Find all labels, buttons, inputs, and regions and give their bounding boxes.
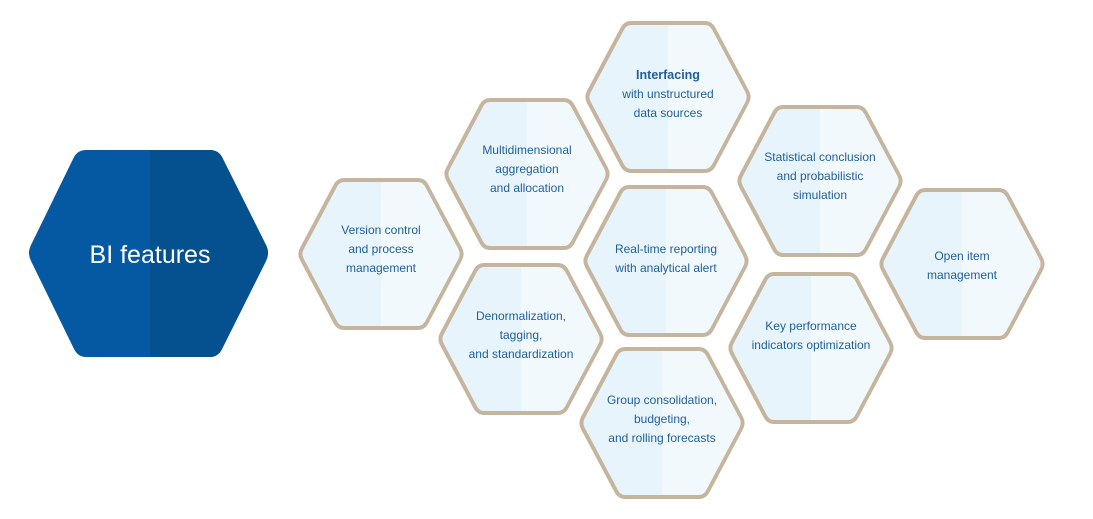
- main-hexagon-shade: [150, 150, 268, 357]
- feature-label: Statistical conclusion and probabilistic …: [745, 148, 895, 205]
- feature-label-rest: and probabilistic simulation: [776, 169, 864, 202]
- feature-label-first-line: Multidimensional: [482, 143, 572, 157]
- feature-label: Key performance indicators optimization: [736, 317, 886, 355]
- feature-label-first-line: Statistical conclusion: [764, 150, 876, 164]
- feature-hexagon: [583, 185, 749, 337]
- feature-label-first-line: Denormalization,: [475, 309, 567, 323]
- feature-label-rest: with unstructured data sources: [622, 87, 714, 120]
- feature-label-first-line: Interfacing: [636, 68, 700, 82]
- feature-label: Denormalization, tagging, and standardiza…: [451, 307, 591, 364]
- feature-hexagon: [728, 272, 894, 424]
- feature-label-first-line: Open item: [934, 249, 990, 263]
- feature-label-first-line: Version control: [341, 223, 421, 237]
- feature-label: Multidimensional aggregation and allocati…: [457, 141, 597, 198]
- feature-label-rest: with analytical alert: [615, 261, 717, 275]
- feature-label-first-line: Group consolidation,: [606, 393, 718, 407]
- feature-label-rest: indicators optimization: [751, 338, 871, 352]
- feature-label-rest: budgeting, and rolling forecasts: [608, 412, 716, 445]
- feature-label-rest: and process management: [345, 242, 417, 275]
- feature-label-first-line: Real-time reporting: [614, 242, 718, 256]
- feature-label: Real-time reporting with analytical alert: [596, 240, 736, 278]
- bi-features-title: BI features: [89, 240, 211, 269]
- feature-hexagon: [737, 105, 903, 257]
- feature-label-rest: management: [926, 268, 998, 282]
- feature-hexagon: [298, 178, 464, 330]
- feature-label: Version control and process management: [311, 221, 451, 278]
- feature-label-rest: tagging, and standardization: [468, 328, 574, 361]
- feature-label: Interfacing with unstructured data source…: [598, 66, 738, 123]
- main-hexagon: [29, 150, 268, 357]
- feature-label-rest: aggregation and allocation: [489, 162, 565, 195]
- feature-label: Open item management: [892, 247, 1032, 285]
- feature-label-first-line: Key performance: [765, 319, 857, 333]
- feature-label: Group consolidation, budgeting, and rolli…: [592, 391, 732, 448]
